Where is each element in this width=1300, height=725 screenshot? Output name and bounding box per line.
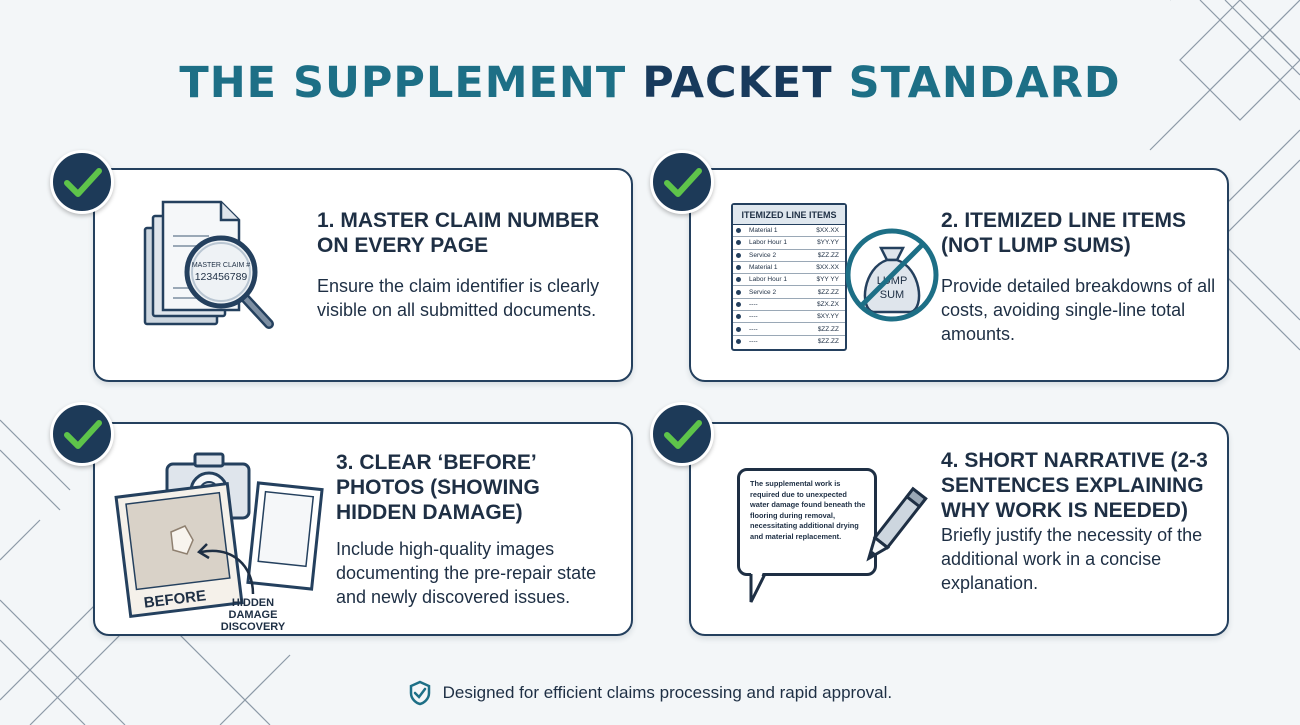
line-item-amount: $XX.XX: [816, 264, 839, 272]
line-item-name: ----: [749, 325, 758, 333]
card-1-text: 1. MASTER CLAIM NUMBER ON EVERY PAGE Ens…: [317, 208, 617, 322]
title-part-1: THE SUPPLEMENT: [179, 58, 627, 108]
master-claim-number: 123456789: [195, 271, 248, 283]
line-item-amount: $XX.XX: [816, 227, 839, 235]
card-4-title: 4. SHORT NARRATIVE (2-3 SENTENCES EXPLAI…: [941, 449, 1208, 522]
line-item-name: Labor Hour 1: [749, 276, 787, 284]
card-2-title: 2. ITEMIZED LINE ITEMS (NOT LUMP SUMS): [941, 209, 1187, 257]
line-item-name: ----: [749, 300, 758, 308]
card-short-narrative: The supplemental work is required due to…: [689, 422, 1229, 636]
before-photos-illustration: BEFORE HIDDEN DAMAGE DISCOVERY: [113, 446, 339, 635]
card-2-text: 2. ITEMIZED LINE ITEMS (NOT LUMP SUMS) P…: [941, 208, 1221, 346]
title-part-2: PACKET: [642, 58, 833, 108]
arrow-icon: [196, 543, 255, 595]
itemized-table-row: ---- $ZZ.ZZ: [733, 323, 845, 336]
check-badge-icon: [650, 150, 714, 214]
bullet-icon: [736, 326, 741, 332]
line-item-amount: $XY.YY: [817, 313, 839, 321]
itemized-table-row: Material 1 $XX.XX: [733, 225, 845, 238]
line-item-name: Labor Hour 1: [749, 239, 787, 247]
itemized-table-row: Labor Hour 1 $YY.YY: [733, 237, 845, 250]
line-item-name: Material 1: [749, 264, 778, 272]
line-item-amount: $YY YY: [816, 276, 839, 284]
hidden-note-3: DISCOVERY: [221, 621, 286, 630]
itemized-table-illustration: ITEMIZED LINE ITEMS Material 1 $XX.XX Labo…: [731, 203, 847, 351]
card-2-body: Provide detailed breakdowns of all costs…: [941, 276, 1216, 344]
bullet-icon: [736, 240, 741, 246]
line-item-name: ----: [749, 338, 758, 346]
itemized-table-row: Service 2 $ZZ.ZZ: [733, 250, 845, 262]
pencil-icon: [866, 486, 928, 562]
line-item-amount: $ZZ.ZZ: [817, 338, 839, 346]
bullet-icon: [736, 289, 741, 295]
line-item-amount: $ZZ.ZZ: [817, 288, 839, 296]
line-item-name: Material 1: [749, 227, 778, 235]
magnifier-icon: [184, 235, 274, 329]
bullet-icon: [736, 265, 741, 271]
no-lump-sum-illustration: LUMP SUM: [839, 222, 945, 333]
card-before-photos: BEFORE HIDDEN DAMAGE DISCOVERY 3. CLEAR …: [93, 422, 633, 636]
claim-document-illustration: MASTER CLAIM # 123456789: [139, 192, 299, 357]
itemized-table-row: ---- $XY.YY: [733, 311, 845, 324]
line-item-name: Service 2: [749, 288, 777, 296]
itemized-table-row: ---- $ZZ.ZZ: [733, 336, 845, 348]
card-master-claim-number: MASTER CLAIM # 123456789 1. MASTER CLAIM…: [93, 168, 633, 382]
itemized-table-row: ---- $ZX.ZX: [733, 299, 845, 312]
check-badge-icon: [50, 150, 114, 214]
bullet-icon: [736, 339, 741, 345]
bullet-icon: [736, 252, 741, 258]
sum-label: SUM: [880, 289, 904, 301]
card-3-title: 3. CLEAR ‘BEFORE’ PHOTOS (SHOWING HIDDEN…: [336, 451, 540, 524]
bullet-icon: [736, 228, 741, 234]
card-1-body: Ensure the claim identifier is clearly v…: [317, 276, 600, 320]
money-bag-icon: LUMP SUM: [863, 246, 921, 314]
line-item-amount: $ZX.ZX: [816, 300, 839, 308]
line-item-name: ----: [749, 313, 758, 321]
blank-photo-icon: [246, 481, 324, 591]
page-title: THE SUPPLEMENT PACKET STANDARD: [0, 58, 1300, 108]
master-claim-label: MASTER CLAIM #: [192, 262, 250, 269]
bullet-icon: [736, 314, 741, 320]
itemized-table-row: Labor Hour 1 $YY YY: [733, 274, 845, 287]
check-badge-icon: [50, 402, 114, 466]
speech-tail-icon: [749, 572, 767, 603]
line-item-amount: $ZZ.ZZ: [817, 325, 839, 333]
itemized-table-row: Service 2 $ZZ.ZZ: [733, 286, 845, 299]
bullet-icon: [736, 277, 741, 283]
prohibited-icon: [845, 228, 939, 322]
card-3-body: Include high-quality images documenting …: [336, 539, 597, 607]
itemized-table-title: ITEMIZED LINE ITEMS: [733, 205, 845, 225]
footer-text: Designed for efficient claims processing…: [442, 683, 893, 702]
card-4-text: 4. SHORT NARRATIVE (2-3 SENTENCES EXPLAI…: [941, 448, 1221, 595]
hidden-note-1: HIDDEN: [232, 597, 274, 609]
check-badge-icon: [650, 402, 714, 466]
title-part-3: STANDARD: [848, 58, 1121, 108]
line-item-name: Service 2: [749, 251, 777, 259]
narrative-speech-bubble: The supplemental work is required due to…: [737, 468, 877, 576]
before-photo-icon: BEFORE: [114, 481, 244, 619]
footer: Designed for efficient claims processing…: [0, 680, 1300, 706]
line-item-amount: $ZZ.ZZ: [817, 251, 839, 259]
shield-check-icon: [409, 680, 431, 706]
itemized-table-row: Material 1 $XX.XX: [733, 262, 845, 275]
card-1-title: 1. MASTER CLAIM NUMBER ON EVERY PAGE: [317, 209, 600, 257]
card-4-body: Briefly justify the necessity of the add…: [941, 525, 1203, 593]
bullet-icon: [736, 301, 741, 307]
narrative-text: The supplemental work is required due to…: [750, 479, 866, 541]
card-3-text: 3. CLEAR ‘BEFORE’ PHOTOS (SHOWING HIDDEN…: [336, 450, 626, 609]
card-itemized-line-items: ITEMIZED LINE ITEMS Material 1 $XX.XX Labo…: [689, 168, 1229, 382]
hidden-note-2: DAMAGE: [229, 609, 278, 621]
line-item-amount: $YY.YY: [817, 239, 839, 247]
